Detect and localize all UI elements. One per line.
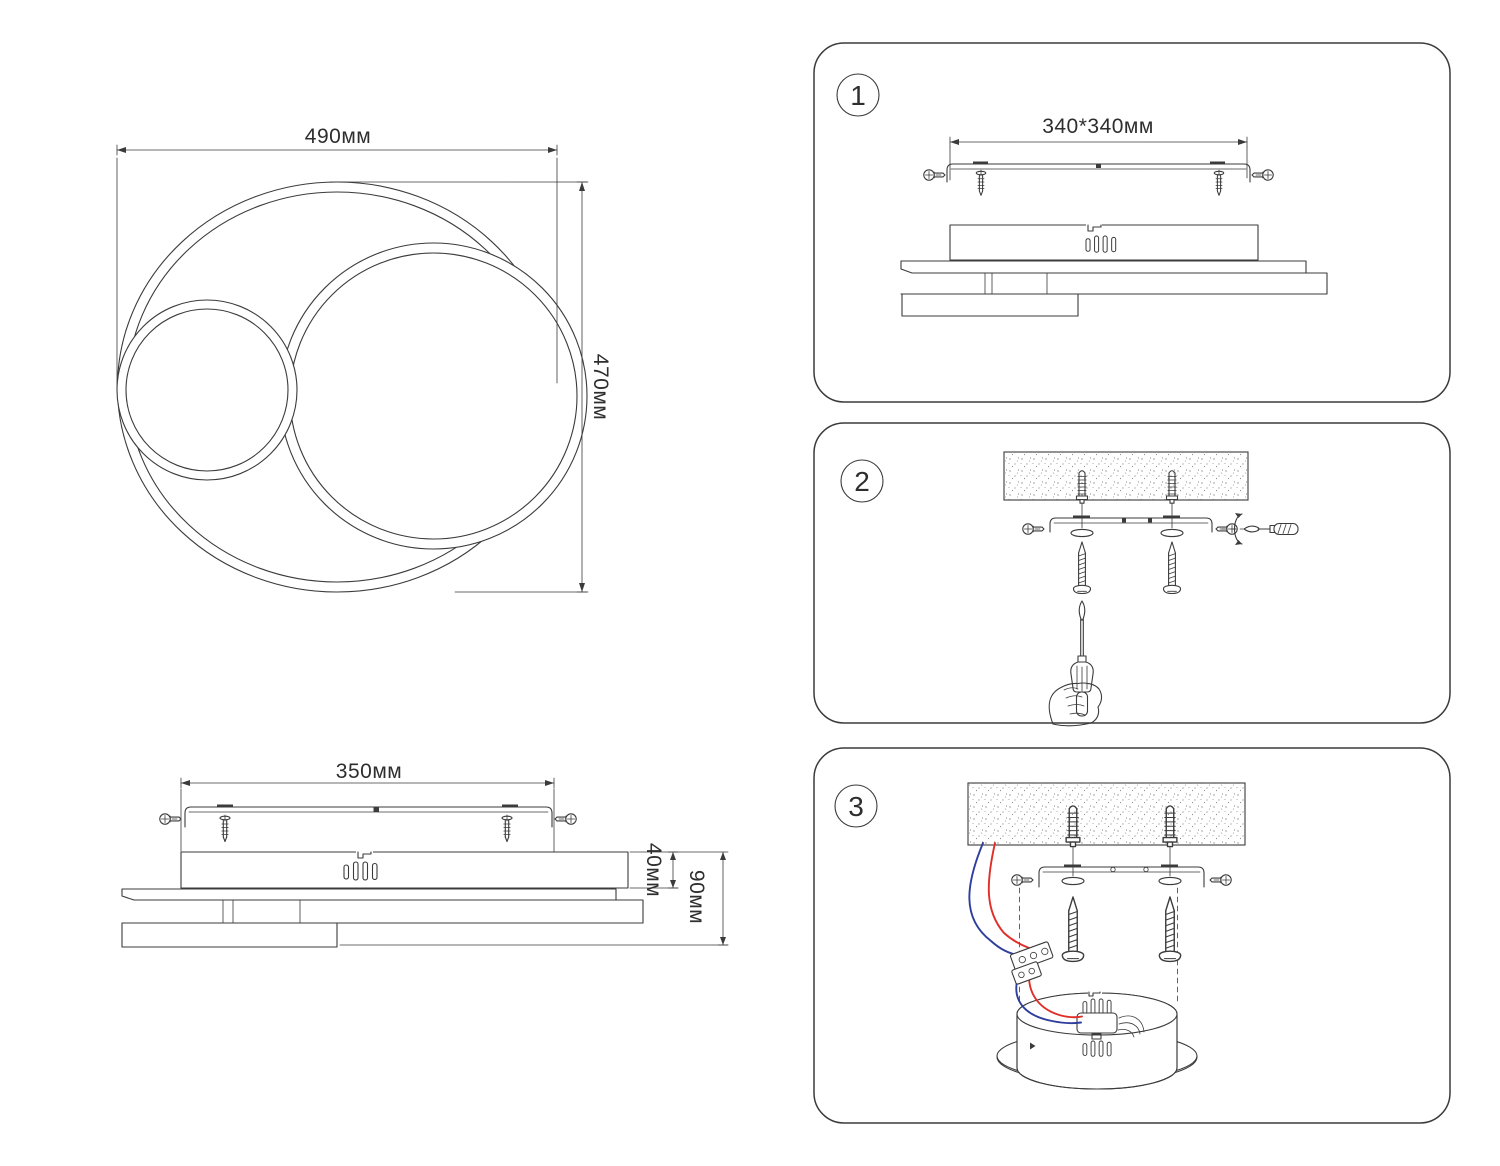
side-view-total-height-label: 90мм — [685, 870, 708, 924]
step-2-number: 2 — [854, 466, 870, 497]
middle-ring — [279, 242, 588, 550]
hand-icon — [1048, 682, 1103, 727]
step-1-dimension-label: 340*340мм — [1042, 115, 1154, 138]
product-side-view: 350мм — [121, 760, 729, 948]
ceiling-surface — [1003, 451, 1249, 501]
step-panel-3: 3 — [813, 747, 1451, 1124]
mounting-bracket — [1038, 864, 1205, 888]
side-view-width-label: 350мм — [336, 760, 402, 783]
drum-front-tab — [1091, 1033, 1102, 1040]
wire-red — [1028, 975, 1083, 1019]
driver-box — [1076, 1012, 1118, 1034]
inner-ring — [116, 299, 298, 481]
top-view-height-label: 470мм — [589, 354, 612, 420]
step-panel-1: 1 340*340мм — [813, 42, 1451, 403]
wire-blue — [1015, 980, 1082, 1025]
dimension-total-height-90: 90мм — [339, 851, 729, 946]
fixture-base-drum — [1016, 990, 1178, 1090]
side-view-body-height-label: 40мм — [642, 843, 665, 897]
mounting-bracket — [946, 161, 1251, 183]
mounting-bracket — [184, 804, 553, 828]
top-view-width-label: 490мм — [305, 125, 371, 148]
ring-discs-stack — [121, 888, 644, 948]
wire-red — [987, 842, 1030, 949]
ceiling-surface — [967, 782, 1246, 846]
step-2-badge — [840, 459, 884, 503]
dimension-width-490: 490мм — [116, 125, 558, 387]
wire-blue — [968, 842, 1018, 956]
hanging-screw-icon — [501, 814, 513, 843]
screwdriver-vertical-icon — [1070, 600, 1094, 717]
dimension-body-height-40: 40мм — [629, 843, 729, 897]
marker-arrow-icon — [1030, 1042, 1036, 1050]
dimension-bracket-340: 340*340мм — [949, 115, 1248, 181]
alignment-line — [1072, 846, 1171, 877]
ring-discs-stack — [900, 260, 1328, 317]
screwdriver-icon — [1243, 522, 1299, 536]
dimension-width-350: 350мм — [180, 760, 555, 890]
hanging-screw-icon — [219, 814, 231, 843]
step-panel-2: 2 — [813, 422, 1451, 727]
step-3-number: 3 — [848, 791, 864, 822]
bracket-side-screw-icon — [159, 813, 182, 825]
bracket-side-screw-icon — [554, 813, 577, 825]
fixture-body — [949, 224, 1259, 261]
mounting-bracket — [1049, 515, 1213, 538]
step-1-number: 1 — [850, 80, 866, 111]
product-top-view: 490мм 470мм — [116, 125, 612, 593]
rotation-arrow-icon — [1221, 513, 1244, 545]
step-3-badge — [834, 784, 878, 828]
dimension-height-470: 470мм — [329, 181, 612, 593]
step-1-badge — [836, 73, 880, 117]
coiled-wire-icon — [1117, 1015, 1145, 1038]
terminal-block — [1009, 941, 1054, 985]
fixture-body — [180, 851, 629, 889]
